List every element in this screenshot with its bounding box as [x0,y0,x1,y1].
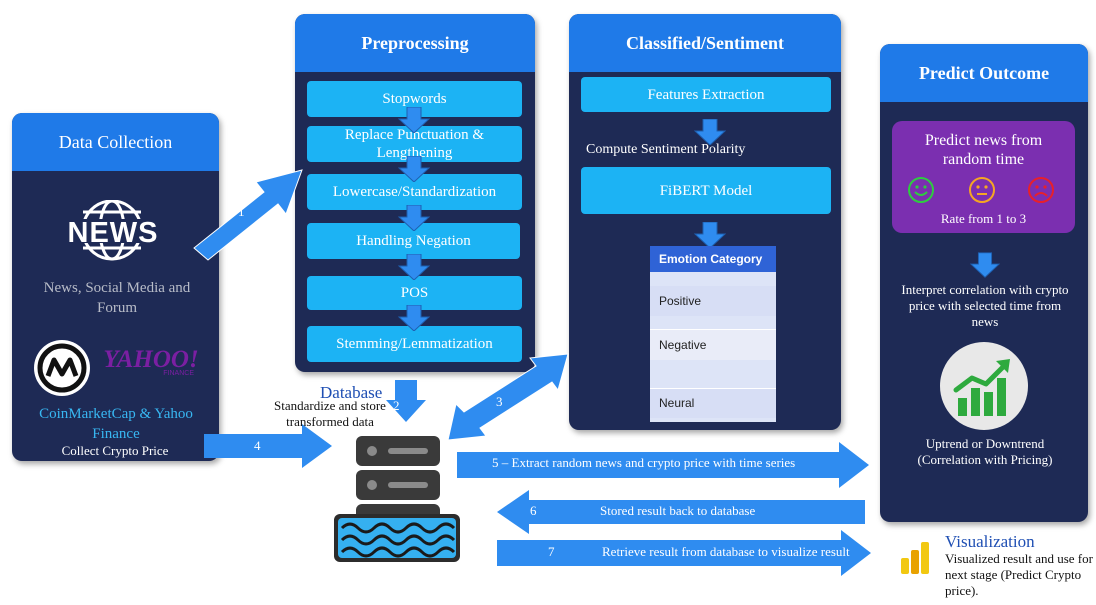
predict-news-box: Predict news from random time Rate from … [892,121,1075,233]
arrow-4 [204,424,332,468]
preprocessing-title: Preprocessing [295,14,535,72]
emotion-table: Emotion Category Positive Negative Neura… [650,246,776,422]
predict-news-text: Predict news from random time [924,132,1043,168]
arrow-1 [193,169,303,261]
arrow-6-label: Stored result back to database [600,503,756,518]
rate-text: Rate from 1 to 3 [940,211,1027,226]
news-logo: NEWS [64,199,164,262]
arrow-3-label: 3 [496,394,503,409]
happy-face-icon [908,177,934,203]
yahoo-finance-logo: YAHOO! FINANCE [96,346,206,382]
globe-icon [64,199,162,261]
table-divider [650,388,776,389]
arrow-6 [497,490,865,534]
arrow-3 [447,353,569,441]
price-source: CoinMarketCap & Yahoo Finance [39,406,193,442]
trend-text: Uptrend or Downtrend (Correlation with P… [917,436,1053,467]
database-server-icon [334,436,460,562]
down-arrow-icon [694,119,726,145]
yahoo-logo-text: YAHOO! [103,346,199,373]
data-collection-panel: Data Collection [12,113,219,461]
down-arrow-icon [398,254,430,280]
coinmarketcap-icon [37,343,87,393]
arrow-1-label: 1 [238,204,245,219]
coinmarketcap-logo [34,340,90,396]
arrow-5 [457,442,869,488]
down-arrow-icon [398,305,430,331]
arrow-2 [386,380,426,422]
power-bi-icon [901,542,929,574]
step-lowercase: Lowercase/Standardization [307,174,522,210]
sad-face-icon [1028,177,1054,203]
data-collection-title: Data Collection [12,113,219,171]
down-arrow-icon [398,205,430,231]
uptrend-chart-icon [953,359,1010,416]
fibert-model: FiBERT Model [581,167,831,214]
arrow-2-label: 2 [393,398,400,413]
arrow-7-label: Retrieve result from database to visuali… [602,544,850,559]
neutral-face-icon [969,177,995,203]
down-arrow-icon [398,156,430,182]
news-description: News, Social Media and Forum [43,280,191,316]
predict-title: Predict Outcome [880,44,1088,102]
down-arrow-icon [694,222,726,248]
database-description: Standardize and store transformed data [274,398,386,429]
arrow-7-number: 7 [548,544,555,559]
step-pos: POS [307,276,522,310]
emotion-neural: Neural [650,388,776,418]
trend-chart-icon [940,342,1028,430]
sentiment-polarity: Compute Sentiment Polarity [586,142,746,157]
interpret-text: Interpret correlation with crypto price … [901,282,1069,329]
down-arrow-icon [970,252,1000,278]
arrow-7 [497,530,871,576]
emotion-table-header: Emotion Category [650,246,776,272]
price-task: Collect Crypto Price [61,443,169,458]
classified-title: Classified/Sentiment [569,14,841,72]
emotion-negative: Negative [650,330,776,360]
visualization-description: Visualized result and use for next stage… [945,551,1093,598]
arrow-4-label: 4 [254,438,261,453]
step-stemming: Stemming/Lemmatization [307,326,522,362]
database-title: Database [320,383,383,402]
emotion-positive: Positive [650,286,776,316]
table-divider [650,329,776,330]
features-extraction: Features Extraction [581,77,831,112]
down-arrow-icon [398,107,430,133]
yahoo-logo-sub: FINANCE [163,370,194,377]
news-logo-text: NEWS [67,217,159,249]
visualization-title: Visualization [945,532,1035,551]
arrow-5-label: 5 – Extract random news and crypto price… [492,455,796,470]
arrow-6-number: 6 [530,503,537,518]
